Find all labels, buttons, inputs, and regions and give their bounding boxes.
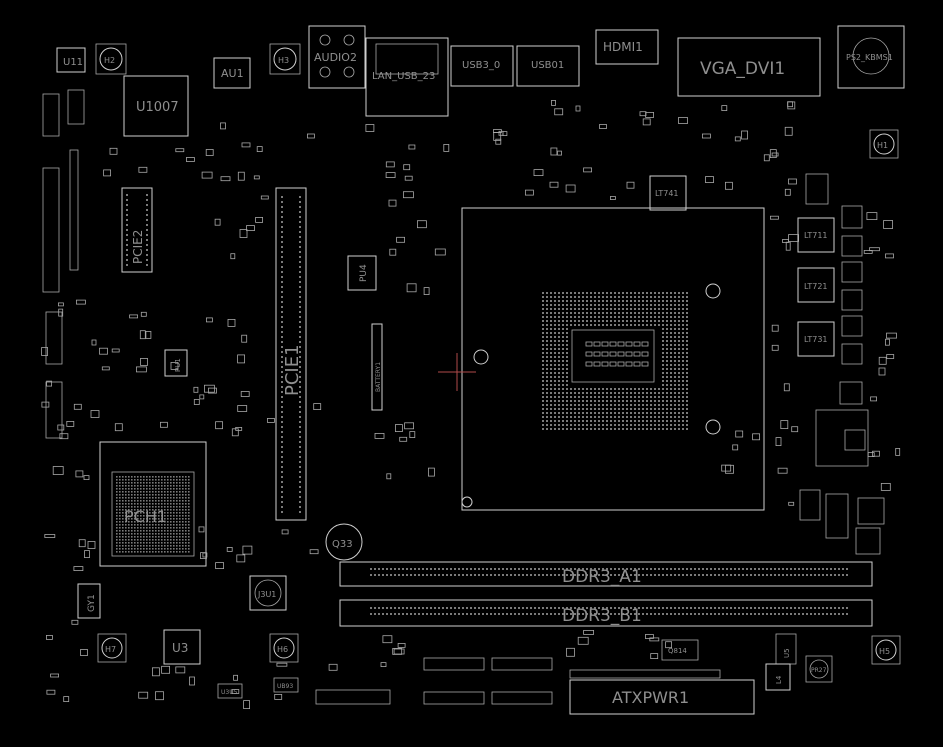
left-headers: [42, 89, 85, 439]
ps2-kbms1-connector: PS2_KBMS1: [837, 25, 905, 89]
ddr3-a1-label: DDR3_A1: [562, 567, 642, 587]
ps2-kbms1-label: PS2_KBMS1: [846, 53, 893, 62]
q814-label: Q814: [668, 647, 687, 655]
h7-label: H7: [105, 645, 116, 654]
u1007-chip: U1007: [123, 75, 189, 137]
h3-mount-hole: H3: [269, 43, 301, 75]
u5-chip: U5: [775, 633, 797, 665]
ddr3-b1-label: DDR3_B1: [562, 606, 642, 626]
u3-chip: U3: [163, 629, 201, 665]
lt731-label: LT731: [804, 335, 828, 344]
lt741-inductor: LT741: [649, 175, 687, 211]
lt721-inductor: LT721: [797, 267, 835, 303]
u3u5-chip: U3U5: [217, 683, 243, 699]
usb3-0-connector: USB3_0: [450, 45, 514, 87]
pr27-label: PR27: [811, 667, 827, 674]
h2-label: H2: [104, 56, 115, 65]
lan-usb23-label: LAN_USB_23: [372, 71, 435, 82]
pu4-label: PU4: [359, 264, 369, 282]
lt4-label: L4: [775, 675, 783, 684]
h6-mount-hole: H6: [269, 633, 299, 663]
au1-chip: AU1: [213, 57, 251, 89]
usb01-label: USB01: [531, 60, 564, 71]
ddr3-b1-pins: [370, 607, 848, 615]
ddr3-b1-slot: DDR3_B1: [339, 599, 873, 627]
gy1-part: GY1: [77, 583, 101, 619]
h3-label: H3: [278, 56, 289, 65]
lt711-inductor: LT711: [797, 217, 835, 253]
h1-mount-hole: H1: [869, 129, 899, 159]
u11-label: U11: [63, 57, 83, 68]
pch1-label: PCH1: [124, 507, 167, 526]
q33-part: Q33: [325, 523, 363, 561]
battery1: BATTERY1: [371, 323, 383, 411]
q33-label: Q33: [332, 539, 353, 550]
crosshair-marker: [438, 353, 476, 391]
small-components: [41, 100, 901, 709]
u1007-label: U1007: [136, 100, 179, 115]
pch-ball-grid: [116, 476, 190, 553]
ub93-label: UB93: [277, 683, 293, 690]
ddr3-a1-slot: DDR3_A1: [339, 561, 873, 587]
lt721-label: LT721: [804, 282, 828, 291]
audio2-label: AUDIO2: [314, 51, 357, 64]
h5-mount-hole: H5: [871, 635, 901, 665]
pcie2-slot: PCIE2: [121, 187, 153, 273]
cpu-pin-array: [542, 292, 688, 430]
ub93-chip: UB93: [273, 677, 299, 693]
u5-label: U5: [783, 648, 791, 658]
h6-label: H6: [277, 645, 288, 654]
right-small-parts: [799, 173, 885, 555]
h5-label: H5: [879, 647, 890, 656]
hdmi1-label: HDMI1: [603, 40, 643, 54]
pcie1-label: PCIE1: [282, 344, 303, 396]
battery1-label: BATTERY1: [375, 362, 382, 392]
atxpwr1-connector: ATXPWR1: [569, 679, 755, 715]
ddr3-a1-pins: [370, 568, 848, 576]
lan-usb23-connector: LAN_USB_23: [365, 37, 449, 117]
lt711-label: LT711: [804, 231, 828, 240]
u3-label: U3: [172, 641, 188, 655]
pcie1-slot: PCIE1: [275, 187, 307, 521]
h2-mount-hole: H2: [95, 43, 127, 75]
pch1-chip: PCH1: [99, 441, 207, 567]
vga-dvi1-label: VGA_DVI1: [700, 59, 785, 79]
u3u5-label: U3U5: [221, 689, 238, 696]
cpu-socket: [461, 207, 765, 511]
au1-label: AU1: [221, 67, 244, 80]
pcie2-label: PCIE2: [131, 230, 145, 264]
j3u1-label: J3U1: [257, 590, 276, 599]
usb01-connector: USB01: [516, 45, 580, 87]
atxpwr1-label: ATXPWR1: [612, 688, 689, 707]
pr27-part: PR27: [805, 655, 833, 683]
lt4-inductor: L4: [765, 663, 791, 691]
hdmi1-connector: HDMI1: [595, 29, 659, 65]
u11-chip: U11: [56, 47, 86, 73]
bottom-headers: [315, 657, 721, 705]
gy1-label: GY1: [87, 594, 97, 612]
j3u1-connector: J3U1: [249, 575, 287, 611]
audio2-connector: AUDIO2: [308, 25, 366, 89]
h7-mount-hole: H7: [97, 633, 127, 663]
pu4-chip: PU4: [347, 255, 377, 291]
q814-part: Q814: [661, 639, 699, 661]
h1-label: H1: [877, 141, 888, 150]
lt741-label: LT741: [655, 189, 679, 198]
pu1-chip: PU1: [164, 349, 188, 377]
usb3-0-label: USB3_0: [462, 60, 500, 71]
lt731-inductor: LT731: [797, 321, 835, 357]
vga-dvi1-connector: VGA_DVI1: [677, 37, 821, 97]
